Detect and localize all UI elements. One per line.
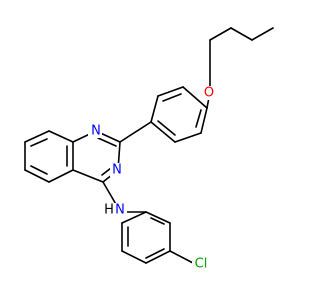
atom-bg [88,124,102,138]
bond-ring-a-4 [150,121,176,143]
chlorine-atom: Cl [192,257,210,272]
ring-nitrogen-1: N [88,124,102,139]
bond-ring-a-6 [200,107,208,134]
bond-benzo-double-2 [30,165,48,175]
atom-bg [202,86,216,100]
ether-oxygen: O [202,86,216,101]
atom-symbol: N [91,124,101,139]
bond-propyl-2 [230,27,253,41]
bond-propyl-3 [209,27,232,41]
bond-ring-a-2 [157,86,184,97]
bond-ring-b-4 [121,250,147,264]
amine-nitrogen: N [113,203,127,218]
chemical-structure-diagram: N N N H O Cl [24,27,274,272]
bond-ring-a-double-1 [162,93,182,102]
bond-pyr-double-1 [97,137,117,147]
bond-benzo-double-1 [30,138,48,147]
bond-ring-a-double-3 [195,109,202,128]
bond-ring-a-5 [174,132,202,143]
bond-ring-b-double-2 [145,248,165,259]
atom-symbol: Cl [195,257,208,272]
bond-benzo-2 [24,130,50,143]
atom-bg [110,163,124,177]
atom-bg [113,203,127,217]
bond-ring-b-6 [121,211,147,224]
bond-propyl-1 [251,27,274,41]
bond-layer [24,27,274,264]
bond-ring-b-double-1 [150,217,165,225]
atom-symbol: N [112,163,122,178]
atom-bg [104,203,114,217]
atom-label-layer: N N N H O Cl [88,86,216,272]
amine-hydrogen: H [104,203,114,218]
bond-benzo-1 [48,130,74,143]
bond-ring-b-1 [145,211,171,224]
bond-c4-to-n [102,181,118,207]
bond-ring-b-3 [145,250,171,264]
bond-benzo-4 [24,169,50,183]
bond-phenyl-to-c2 [119,121,152,143]
bond-ring-a-1 [182,86,208,109]
atom-symbol: N [115,203,125,218]
atom-symbol: H [104,203,114,218]
bond-pyr-double-2 [101,167,112,176]
bond-benzo-5 [48,169,74,183]
atom-symbol: O [204,86,214,101]
bond-ring-a-3 [150,95,159,123]
bond-c-cl [169,250,194,264]
bond-pyr-4 [72,169,104,183]
bond-ring-a-double-2 [157,120,176,136]
molecule-drawing: N N N H O Cl [24,27,274,272]
ring-nitrogen-3: N [110,163,124,178]
atom-bg [192,257,210,271]
